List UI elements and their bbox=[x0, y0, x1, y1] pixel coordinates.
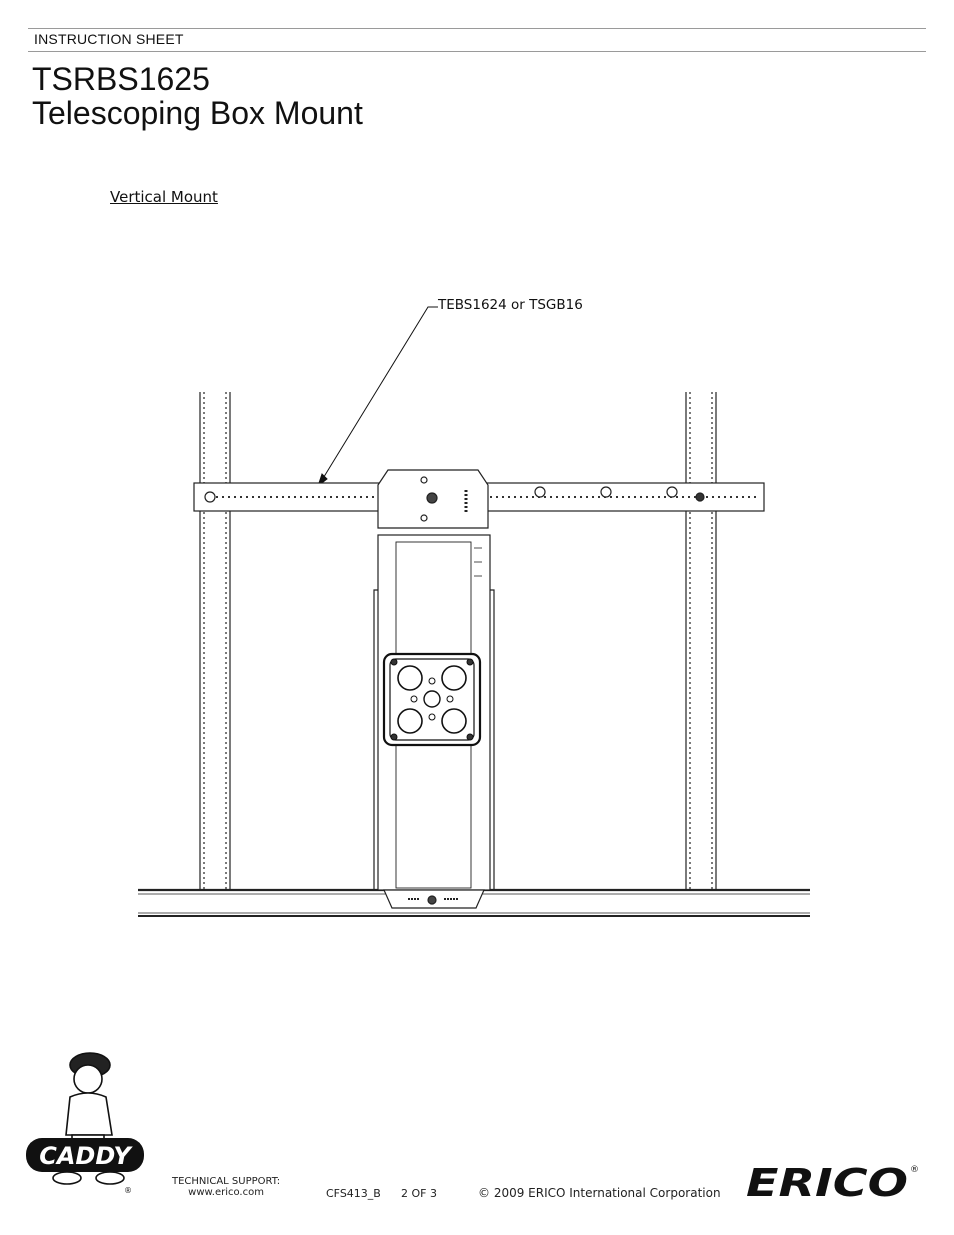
document-code: CFS413_B bbox=[326, 1187, 381, 1200]
copyright: © 2009 ERICO International Corporation bbox=[478, 1186, 721, 1200]
support-label: TECHNICAL SUPPORT: bbox=[172, 1176, 281, 1187]
callout-label: TEBS1624 or TSGB16 bbox=[438, 297, 583, 313]
bottom-foot bbox=[383, 889, 485, 909]
caddy-registered-mark: ® bbox=[124, 1186, 132, 1195]
section-heading: Vertical Mount bbox=[110, 188, 218, 206]
technical-support: TECHNICAL SUPPORT: www.erico.com bbox=[172, 1176, 280, 1198]
erico-logo-text: ERICO bbox=[746, 1161, 908, 1204]
right-stud bbox=[685, 392, 717, 890]
caddy-logo-text: CADDY bbox=[39, 1142, 133, 1170]
electrical-box bbox=[382, 652, 482, 747]
title-line-2: Telescoping Box Mount bbox=[32, 95, 363, 131]
title-line-1: TSRBS1625 bbox=[32, 61, 210, 97]
center-bracket bbox=[377, 469, 489, 529]
caddy-logo: CADDY ® bbox=[26, 1052, 144, 1195]
erico-registered-mark: ® bbox=[910, 1165, 919, 1175]
header-label: INSTRUCTION SHEET bbox=[34, 31, 184, 47]
erico-logo: ERICO ® bbox=[746, 1161, 919, 1204]
header-rule-top bbox=[28, 28, 926, 29]
callout-leader bbox=[317, 306, 438, 488]
left-stud bbox=[199, 392, 231, 890]
page-number: 2 OF 3 bbox=[401, 1187, 437, 1200]
header-rule-bottom bbox=[28, 51, 926, 52]
page-title: TSRBS1625 Telescoping Box Mount bbox=[32, 62, 363, 130]
support-url[interactable]: www.erico.com bbox=[188, 1187, 264, 1198]
